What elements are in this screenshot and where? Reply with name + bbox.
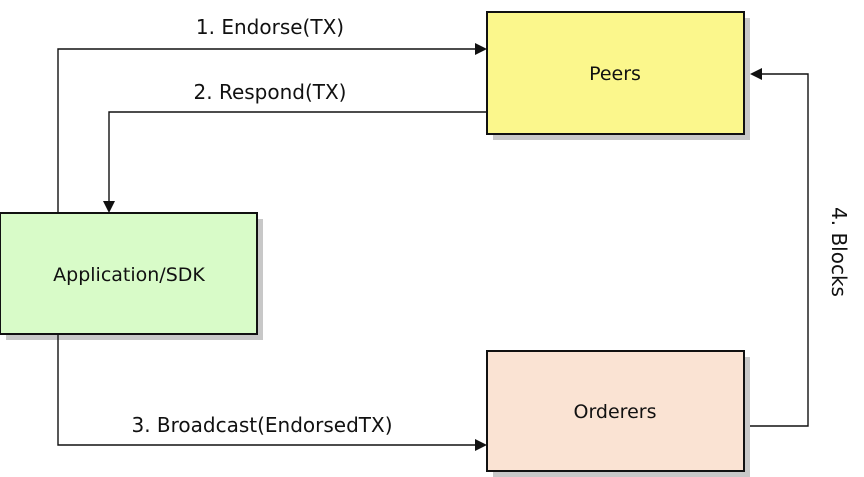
broadcast-label: 3. Broadcast(EndorsedTX) xyxy=(131,413,392,437)
orderers-node: Orderers xyxy=(486,350,750,477)
broadcast-arrow xyxy=(57,334,487,451)
blocks-arrow xyxy=(750,68,809,427)
peers-node: Peers xyxy=(486,11,750,140)
respond-arrow xyxy=(103,111,487,213)
peers-label: Peers xyxy=(589,63,641,85)
peers-box xyxy=(486,11,745,135)
orderers-label: Orderers xyxy=(574,401,657,423)
application-sdk-node: Application/SDK xyxy=(0,212,263,340)
application-sdk-label: Application/SDK xyxy=(53,264,205,286)
endorse-label: 1. Endorse(TX) xyxy=(196,15,344,39)
endorse-arrow xyxy=(57,43,487,213)
application-sdk-box xyxy=(0,212,258,335)
respond-label: 2. Respond(TX) xyxy=(194,80,347,104)
blocks-label: 4. Blocks xyxy=(827,207,851,297)
orderers-box xyxy=(486,350,745,472)
